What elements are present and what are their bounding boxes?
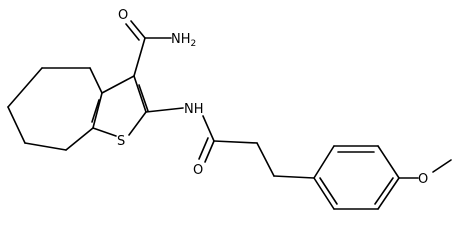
bond — [198, 137, 209, 160]
amide-nh2-subscript: 2 — [191, 39, 197, 49]
bond — [313, 145, 335, 179]
bond — [374, 177, 394, 205]
bond — [91, 99, 100, 123]
amide-nh2-label: NH2 — [171, 32, 196, 49]
bond — [92, 92, 103, 129]
bond — [377, 145, 400, 179]
bond — [138, 84, 149, 112]
bond — [273, 175, 315, 179]
bond — [432, 159, 452, 173]
bond — [24, 142, 67, 151]
bond — [145, 107, 184, 113]
bond — [65, 127, 94, 151]
bond — [256, 142, 275, 177]
molecule-drawing: O NH2 S NH O O — [7, 8, 452, 210]
bond — [133, 37, 146, 77]
bond — [7, 67, 43, 108]
amide-nh2-text: NH — [171, 32, 191, 47]
amide-oxygen-label: O — [118, 8, 128, 23]
carbonyl-oxygen-label: O — [193, 163, 203, 178]
bond — [92, 127, 117, 137]
bond — [7, 106, 26, 144]
bond — [130, 20, 146, 39]
methoxy-oxygen-label: O — [418, 172, 428, 187]
bond — [202, 115, 215, 142]
bond — [133, 75, 147, 113]
bond — [319, 177, 338, 205]
bond — [101, 75, 135, 94]
amide-nh-label: NH — [184, 102, 204, 117]
bond — [89, 67, 103, 94]
bond — [377, 177, 400, 210]
bond — [125, 23, 140, 41]
bond — [128, 111, 147, 136]
bond — [313, 177, 335, 210]
thiophene-sulfur-label: S — [117, 134, 125, 149]
structure-diagram: O NH2 S NH O O — [7, 8, 452, 210]
bond — [204, 140, 215, 163]
bond — [213, 140, 258, 144]
